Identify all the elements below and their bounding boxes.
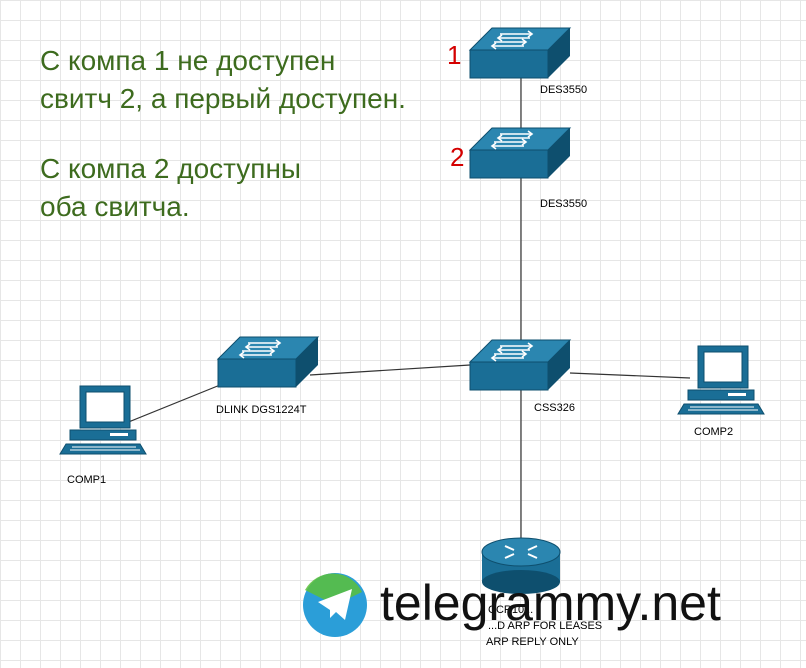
switch-dlink-icon	[217, 336, 319, 388]
link-comp1-dlink	[125, 382, 226, 424]
label-router-2: ...D ARP FOR LEASES	[488, 620, 603, 632]
link-css-comp2	[569, 372, 691, 379]
watermark-text: telegrammy.net	[380, 575, 721, 631]
label-comp2: COMP2	[694, 426, 734, 438]
label-dlink: DLINK DGS1224T	[216, 404, 307, 416]
note-line-3: С компа 2 доступны	[40, 153, 302, 184]
link-dlink-css	[309, 364, 471, 376]
watermark: telegrammy.net	[302, 572, 802, 642]
switch-des3550-1-icon	[469, 27, 571, 79]
label-css326: CSS326	[534, 402, 575, 414]
note-line-2: свитч 2, а первый доступен.	[40, 83, 406, 114]
switch-css326-icon	[469, 339, 571, 391]
label-router-1: CCR10...	[488, 604, 534, 616]
marker-1: 1	[447, 40, 462, 70]
label-router-3: ARP REPLY ONLY	[486, 636, 579, 648]
telegram-logo-icon	[303, 573, 367, 637]
note-line-1: С компа 1 не доступен	[40, 45, 336, 76]
note-line-4: оба свитча.	[40, 191, 190, 222]
label-comp1: COMP1	[67, 474, 107, 486]
marker-2: 2	[450, 142, 465, 172]
computer-comp2-icon	[677, 345, 765, 415]
label-des3550-1: DES3550	[540, 84, 588, 96]
label-des3550-2: DES3550	[540, 198, 588, 210]
switch-des3550-2-icon	[469, 127, 571, 179]
router-icon	[481, 537, 561, 594]
links	[125, 78, 691, 540]
